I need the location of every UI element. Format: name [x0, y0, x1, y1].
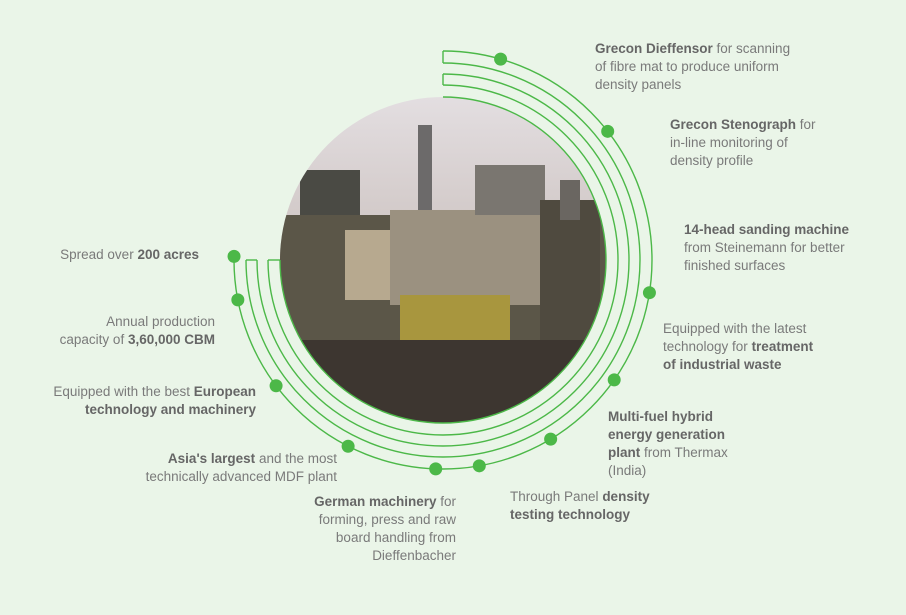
feature-text: density profile [670, 153, 754, 168]
feature-text: Spread over [60, 247, 138, 262]
feature-text-bold: Asia's largest [167, 451, 256, 466]
feature-line: Grecon Dieffensor for scanning [595, 40, 790, 58]
feature-text: for [796, 117, 816, 132]
feature-line: (India) [608, 462, 728, 480]
arc-line [279, 96, 607, 424]
feature-text: Through Panel [510, 489, 603, 504]
feature-energy-plant: Multi-fuel hybrid energy generation plant … [608, 408, 728, 480]
feature-text-bold: testing technology [510, 507, 631, 522]
feature-line: from Steinemann for better [684, 239, 849, 257]
timeline-dot [544, 432, 558, 446]
industrial-plant-photo [280, 97, 606, 423]
timeline-dot [269, 379, 283, 393]
feature-text-bold: Multi-fuel hybrid [608, 409, 713, 424]
feature-text: Equipped with the best [53, 384, 194, 399]
feature-line: Annual production [60, 313, 215, 331]
timeline-dot [494, 52, 508, 66]
feature-text-bold: treatment [751, 339, 814, 354]
feature-text: from Steinemann for better [684, 240, 845, 255]
feature-line: energy generation [608, 426, 728, 444]
timeline-dot [341, 439, 355, 453]
timeline-dots [227, 52, 656, 476]
feature-text: Dieffenbacher [372, 548, 456, 563]
feature-line: of industrial waste [663, 356, 813, 374]
feature-text: technically advanced MDF plant [145, 469, 337, 484]
arc-line [267, 84, 619, 436]
feature-text: for scanning [712, 41, 791, 56]
feature-text-bold: Grecon Stenograph [670, 117, 797, 132]
feature-line: Dieffenbacher [314, 547, 456, 565]
feature-line: 14-head sanding machine [684, 221, 849, 239]
feature-line: board handling from [314, 529, 456, 547]
timeline-dot [601, 124, 615, 138]
feature-line: technically advanced MDF plant [146, 468, 337, 486]
feature-line: Equipped with the best European [53, 383, 256, 401]
feature-line: of fibre mat to produce uniform [595, 58, 790, 76]
timeline-dot [607, 373, 621, 387]
feature-text-bold: Grecon Dieffensor [595, 41, 713, 56]
feature-text-bold: 200 acres [137, 247, 199, 262]
feature-line: capacity of 3,60,000 CBM [60, 331, 215, 349]
feature-line: in-line monitoring of [670, 134, 816, 152]
feature-line: Through Panel density [510, 488, 650, 506]
feature-sanding-machine: 14-head sanding machine from Steinemann f… [684, 221, 849, 275]
feature-line: German machinery for [314, 493, 456, 511]
feature-line: Grecon Stenograph for [670, 116, 816, 134]
feature-text-bold: density [602, 489, 650, 504]
feature-text-bold: of industrial waste [663, 357, 782, 372]
feature-production-capacity: Annual production capacity of 3,60,000 CB… [60, 313, 215, 349]
feature-text: capacity of [59, 332, 128, 347]
arc-line [233, 50, 653, 470]
arc-line [245, 62, 641, 458]
feature-text: from Thermax [640, 445, 728, 460]
feature-line: technology and machinery [53, 401, 256, 419]
feature-line: Multi-fuel hybrid [608, 408, 728, 426]
feature-text-bold: plant [608, 445, 641, 460]
feature-text: finished surfaces [684, 258, 786, 273]
feature-line: testing technology [510, 506, 650, 524]
feature-text-bold: technology and machinery [84, 402, 256, 417]
feature-text: Equipped with the latest [663, 321, 807, 336]
feature-line: density profile [670, 152, 816, 170]
feature-line: Spread over 200 acres [60, 246, 199, 264]
timeline-dot [642, 286, 656, 300]
feature-text-bold: energy generation [608, 427, 726, 442]
feature-text: board handling from [335, 530, 456, 545]
feature-line: forming, press and raw [314, 511, 456, 529]
feature-text: density panels [595, 77, 682, 92]
timeline-arcs [233, 50, 653, 470]
feature-line: plant from Thermax [608, 444, 728, 462]
feature-text-bold: 14-head sanding machine [684, 222, 850, 237]
feature-text-bold: European [193, 384, 256, 399]
feature-text: for [436, 494, 456, 509]
timeline-dot [227, 249, 241, 263]
feature-text: Annual production [106, 314, 215, 329]
timeline-dot [429, 462, 443, 476]
feature-waste-treatment: Equipped with the latest technology for t… [663, 320, 813, 374]
timeline-dot [231, 293, 245, 307]
feature-line: Equipped with the latest [663, 320, 813, 338]
feature-text: technology for [663, 339, 752, 354]
feature-text: of fibre mat to produce uniform [595, 59, 779, 74]
feature-line: Asia's largest and the most [146, 450, 337, 468]
feature-text: forming, press and raw [318, 512, 456, 527]
arc-line [256, 73, 630, 447]
feature-line: density panels [595, 76, 790, 94]
feature-text: in-line monitoring of [670, 135, 788, 150]
feature-text: and the most [255, 451, 337, 466]
feature-text-bold: German machinery [314, 494, 437, 509]
feature-text: (India) [608, 463, 647, 478]
timeline-dot [472, 459, 486, 473]
feature-area: Spread over 200 acres [60, 246, 199, 264]
feature-text-bold: 3,60,000 CBM [127, 332, 215, 347]
feature-line: finished surfaces [684, 257, 849, 275]
feature-line: technology for treatment [663, 338, 813, 356]
